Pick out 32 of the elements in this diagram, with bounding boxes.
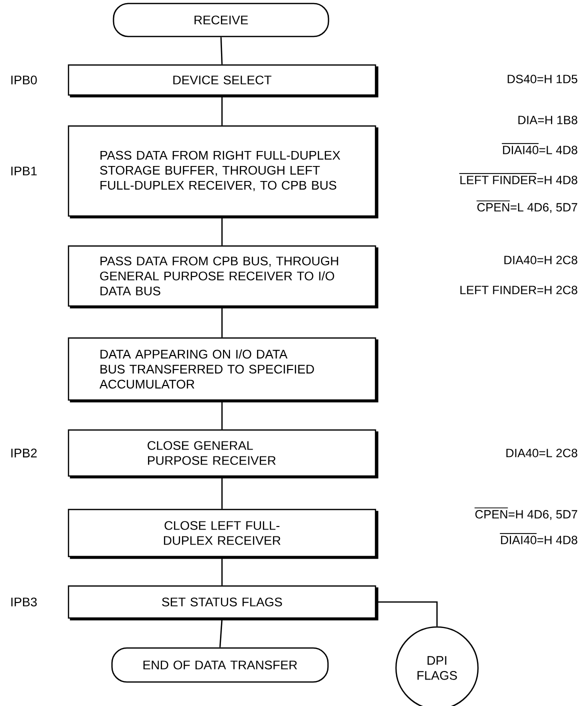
signal-label: DIAI40=L 4D8 xyxy=(502,143,578,154)
step-label: IPB3 xyxy=(11,598,37,606)
signal-label: CPEN=H 4D6, 5D7 xyxy=(474,507,578,520)
connector-line xyxy=(221,216,223,246)
terminal-box: RECEIVE xyxy=(112,2,330,38)
step-label: IPB1 xyxy=(11,166,37,176)
signal-label: LEFT FINDER=H 4D8 xyxy=(458,173,578,184)
process-box: CLOSE LEFT FULL-DUPLEX RECEIVER xyxy=(68,508,378,559)
process-box: PASS DATA FROM CPB BUS, THROUGH GENERAL PURPOSE RECEIVER TO I/O DATA BUS xyxy=(68,245,378,308)
terminal-box: END OF DATA TRANSFER xyxy=(111,647,329,683)
connector-line xyxy=(221,306,223,338)
step-label: IPB0 xyxy=(11,76,37,84)
signal-label: DIA40=H 2C8 xyxy=(504,256,578,264)
connector-line xyxy=(221,557,223,586)
signal-label: LEFT FINDER=H 2C8 xyxy=(460,286,578,294)
connector-line xyxy=(220,37,223,64)
process-box: DATA APPEARING ON I/O DATA BUS TRANSFERRED TO SPECIFIED ACCUMULATOR xyxy=(68,337,378,402)
process-box: PASS DATA FROM RIGHT FULL-DUPLEX STORAGE BUFFER, THROUGH LEFT FULL-DUPLEX RECEIVER, TO CPB BUS xyxy=(68,125,378,218)
connector-line xyxy=(221,400,223,430)
process-box: DEVICE SELECT xyxy=(68,64,378,98)
process-box: CLOSE GENERAL PURPOSE RECEIVER xyxy=(68,429,378,478)
signal-label: DIAI40=H 4D8 xyxy=(500,533,578,544)
signal-label: CPEN=L 4D6, 5D7 xyxy=(476,200,578,213)
connector-line xyxy=(219,618,223,648)
connector-line xyxy=(376,601,438,626)
step-label: IPB2 xyxy=(11,448,37,458)
signal-label: DIA=H 1B8 xyxy=(518,116,578,124)
signal-label: DIA40=L 2C8 xyxy=(506,448,578,458)
connector-line xyxy=(221,476,223,509)
connector-line xyxy=(221,96,223,126)
process-box: SET STATUS FLAGS xyxy=(68,585,378,620)
signal-label: DS40=H 1D5 xyxy=(508,74,578,84)
